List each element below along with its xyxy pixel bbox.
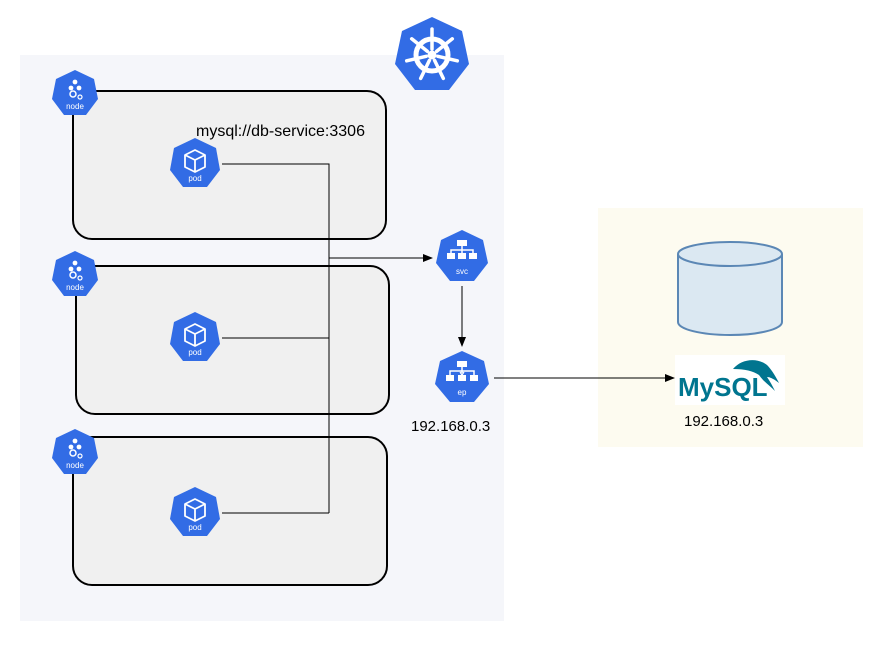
connection-string-label: mysql://db-service:3306 — [196, 123, 365, 140]
pod1-wire — [222, 163, 330, 513]
node-box-3 — [72, 436, 388, 586]
k8s-pod-icon: pod — [170, 138, 220, 187]
k8s-node-icon: node — [52, 70, 98, 115]
endpoint-icon-label: ep — [458, 388, 467, 397]
k8s-pod-icon: pod — [170, 312, 220, 361]
node-icon-label: node — [66, 102, 84, 111]
mysql-logo: MySQL — [675, 355, 785, 405]
pod-icon-label: pod — [188, 523, 201, 532]
k8s-service-icon: svc — [436, 230, 488, 281]
endpoint-ip-label: 192.168.0.3 — [411, 418, 491, 435]
pod-icon-label: pod — [188, 348, 201, 357]
pod-icon-label: pod — [188, 174, 201, 183]
k8s-pod-icon: pod — [170, 487, 220, 536]
node-icon-label: node — [66, 461, 84, 470]
mysql-ip-label: 192.168.0.3 — [684, 413, 764, 430]
mysql-dolphin-icon — [733, 360, 779, 391]
node-box-1 — [72, 90, 387, 240]
k8s-node-icon: node — [52, 251, 98, 296]
mysql-logo-text: MySQL — [678, 372, 768, 402]
kubernetes-helm-icon — [395, 17, 469, 90]
k8s-endpoint-icon: ep — [435, 351, 489, 402]
database-cylinder-icon — [677, 241, 783, 336]
k8s-node-icon: node — [52, 429, 98, 474]
node-box-2 — [75, 265, 390, 415]
node-icon-label: node — [66, 283, 84, 292]
service-icon-label: svc — [456, 267, 468, 276]
